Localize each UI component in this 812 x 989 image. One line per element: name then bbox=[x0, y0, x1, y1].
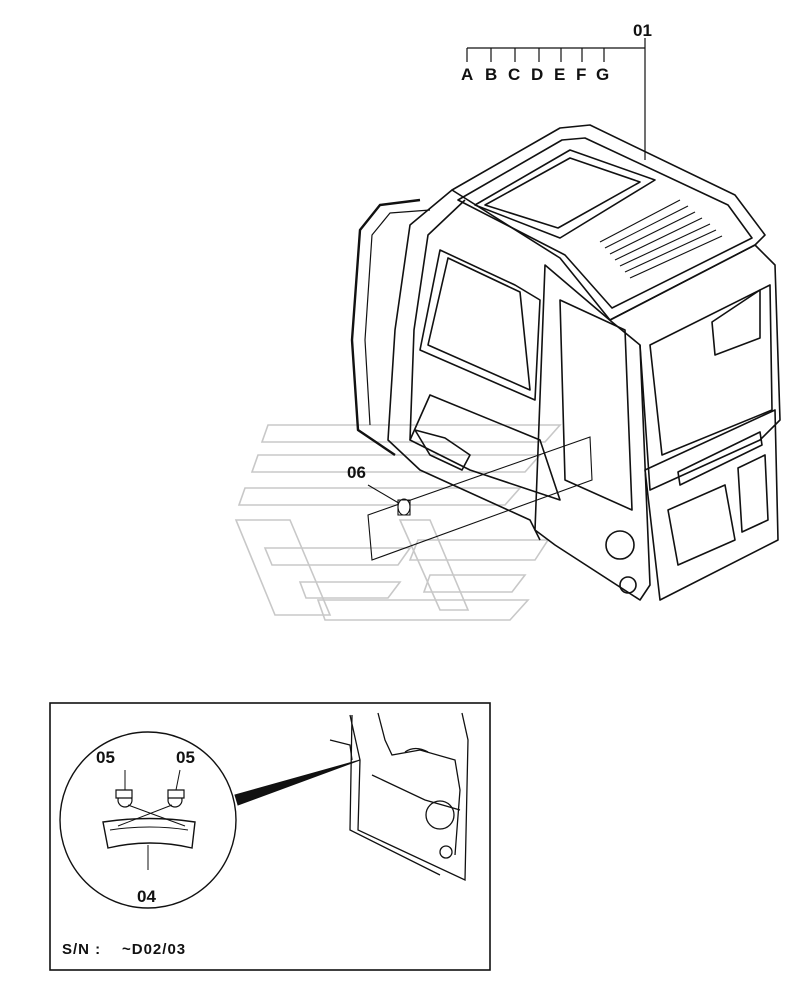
callout-06: 06 bbox=[347, 463, 366, 482]
serial-range: ~D02/03 bbox=[122, 941, 187, 958]
callout-01-leader bbox=[466, 38, 646, 160]
callout-04: 04 bbox=[137, 887, 156, 906]
detail-inset bbox=[49, 702, 491, 971]
part-06-leader bbox=[367, 436, 593, 561]
watermark-logo bbox=[234, 424, 562, 621]
cab-assembly bbox=[350, 124, 781, 601]
variant-f: F bbox=[576, 65, 589, 84]
callout-01: 01 bbox=[633, 21, 652, 40]
serial-label: S/N : bbox=[62, 941, 102, 958]
variant-e: E bbox=[554, 65, 568, 84]
variant-c: C bbox=[508, 65, 523, 84]
callout-05-right: 05 bbox=[176, 748, 195, 767]
variant-b: B bbox=[485, 65, 500, 84]
callout-05-left: 05 bbox=[96, 748, 115, 767]
variant-d: D bbox=[531, 65, 546, 84]
variant-g: G bbox=[596, 65, 612, 84]
variant-a: A bbox=[461, 65, 476, 84]
